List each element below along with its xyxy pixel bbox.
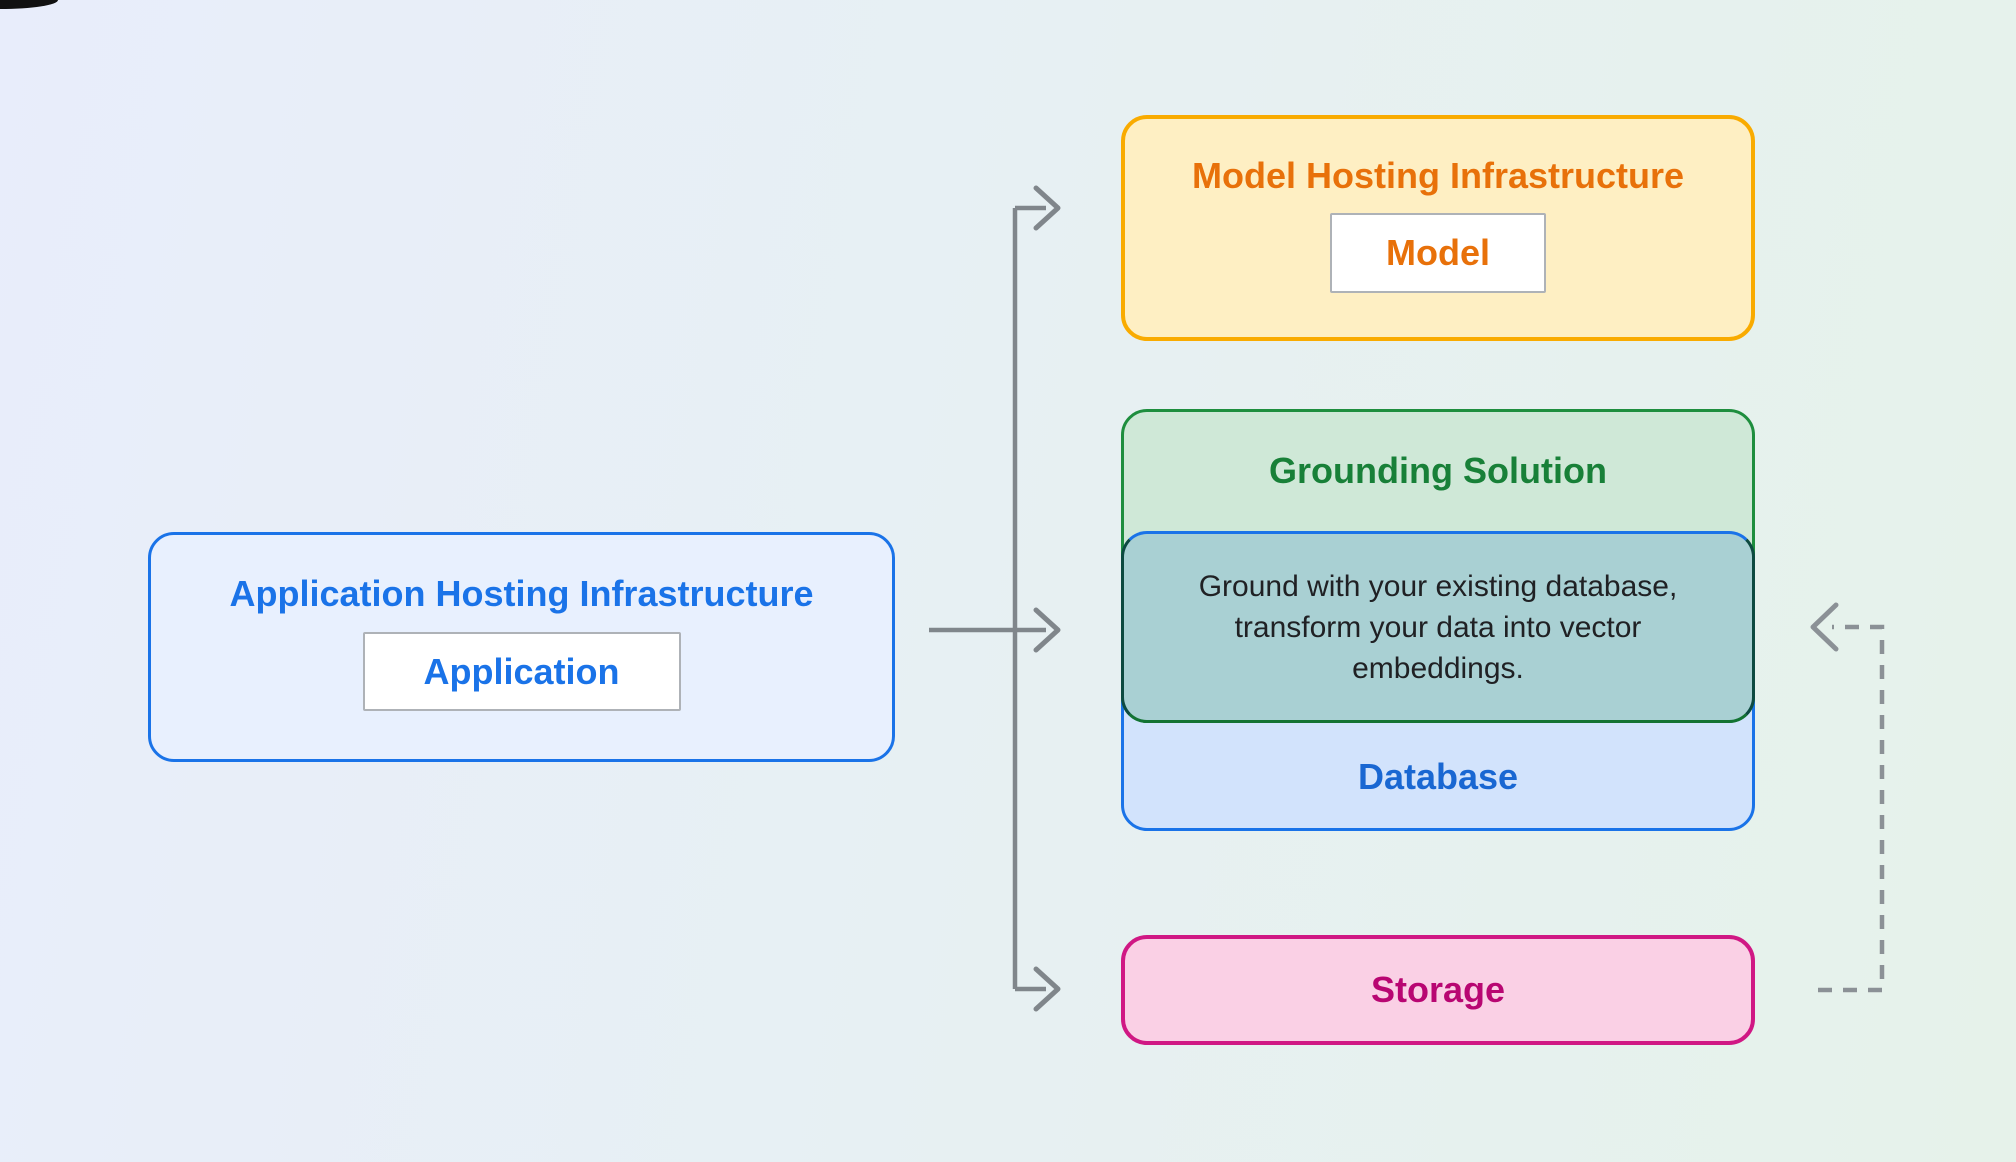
application-chip-label: Application xyxy=(423,650,620,692)
application-chip: Application xyxy=(362,632,681,711)
model-hosting-title: Model Hosting Infrastructure xyxy=(1191,155,1685,196)
grounding-description-box: Ground with your existing database, tran… xyxy=(1121,531,1755,723)
storage-box: Storage xyxy=(1121,935,1755,1045)
screenshot-corner-artifact xyxy=(0,0,58,9)
model-hosting-box: Model Hosting Infrastructure Model xyxy=(1121,115,1755,341)
model-chip-label: Model xyxy=(1386,232,1490,273)
grounding-description-text: Ground with your existing database, tran… xyxy=(1198,569,1678,685)
application-hosting-box: Application Hosting Infrastructure Appli… xyxy=(148,532,895,762)
grounding-solution-title: Grounding Solution xyxy=(1269,450,1607,491)
storage-label: Storage xyxy=(1370,969,1506,1010)
arrow-to-storage-head-icon xyxy=(1033,966,1061,1012)
application-hosting-title: Application Hosting Infrastructure xyxy=(229,573,814,614)
dashed-feedback-head-icon xyxy=(1810,602,1839,652)
database-label: Database xyxy=(1357,756,1519,797)
arrow-to-model-head-icon xyxy=(1033,185,1061,231)
arrow-to-grounding-head-icon xyxy=(1033,607,1061,653)
model-chip: Model xyxy=(1330,213,1546,293)
dashed-feedback-line xyxy=(1818,624,1885,993)
